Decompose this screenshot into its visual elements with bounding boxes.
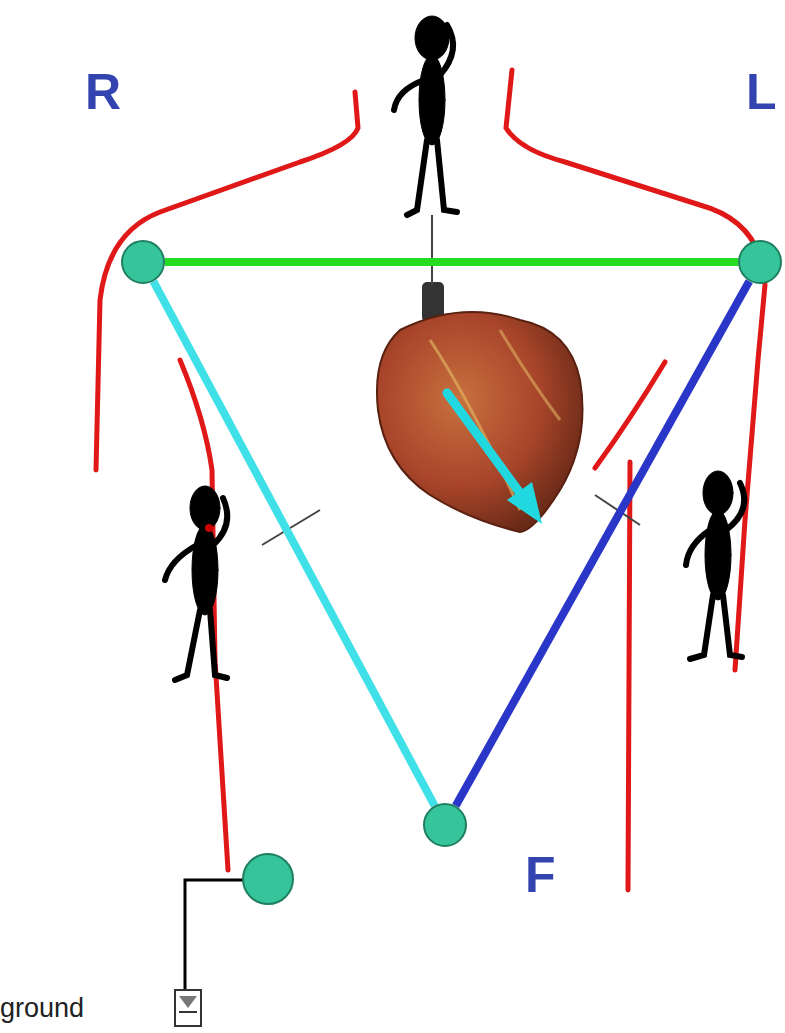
heart-axis-arrow (447, 393, 542, 524)
body-outline (96, 70, 765, 890)
electrode: R (121, 240, 165, 284)
electrode-label: F (525, 850, 556, 900)
electrode: L (738, 240, 782, 284)
lead-line (456, 281, 750, 806)
ground-label: ground (0, 995, 84, 1022)
lead-line (153, 281, 434, 805)
heart (377, 282, 583, 532)
lead-line (165, 258, 738, 266)
stick-figure (165, 16, 744, 680)
electrode-label: L (746, 67, 777, 117)
electrode: F (423, 803, 467, 847)
electrode-label: R (85, 67, 121, 117)
ground-symbol (175, 854, 293, 1026)
